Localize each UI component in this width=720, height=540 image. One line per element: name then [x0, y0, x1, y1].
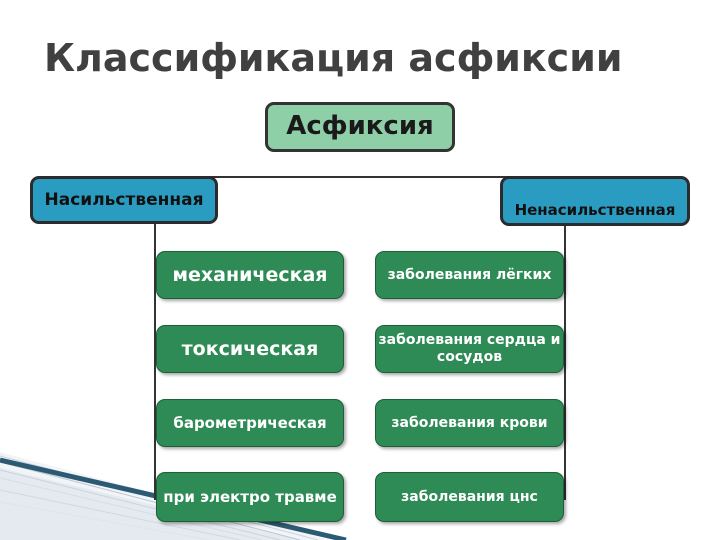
violent-item-barometric: барометрическая: [156, 399, 344, 447]
non-violent-item-heart-vessel-diseases: заболевания сердца и сосудов: [375, 325, 564, 373]
category-non-violent: Ненасильственная: [500, 176, 690, 226]
non-violent-item-cns-diseases: заболевания цнс: [375, 472, 564, 522]
page-title: Классификация асфиксии: [44, 36, 623, 80]
non-violent-item-blood-diseases: заболевания крови: [375, 399, 564, 447]
violent-item-mechanical: механическая: [156, 251, 344, 299]
violent-item-electrotrauma: при электро травме: [156, 472, 344, 522]
violent-item-toxic: токсическая: [156, 325, 344, 373]
non-violent-item-lung-diseases: заболевания лёгких: [375, 251, 564, 299]
category-violent: Насильственная: [30, 176, 218, 224]
root-node-asphyxia: Асфиксия: [265, 102, 455, 152]
